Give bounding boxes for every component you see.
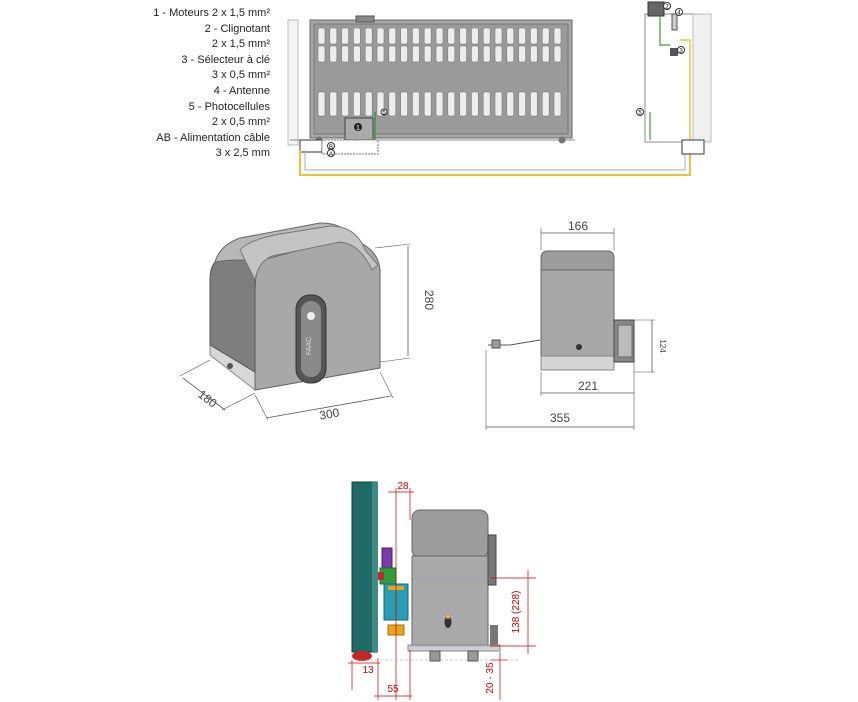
dim-gate-thickness: 13 — [362, 665, 374, 676]
dim-offset: 55 — [387, 684, 399, 695]
legend: 1 - Moteurs 2 x 1,5 mm² 2 - Clignotant 2… — [110, 6, 270, 162]
dim-base-width: 221 — [578, 379, 598, 393]
legend-line: 1 - Moteurs 2 x 1,5 mm² — [153, 7, 270, 19]
legend-line: 2 - Clignotant — [204, 22, 270, 35]
dim-top-width: 166 — [568, 219, 588, 233]
legend-line: 3 - Sélecteur à clé — [181, 53, 270, 66]
legend-line: 4 - Antenne — [213, 84, 270, 97]
dim-right-height: 124 — [658, 339, 667, 353]
dim-length: 300 — [318, 405, 340, 422]
legend-line: 3 x 2,5 mm — [215, 147, 270, 160]
dim-height: 280 — [422, 290, 436, 310]
dim-total-width: 355 — [550, 411, 570, 425]
svg-text:FAAC: FAAC — [306, 337, 313, 355]
legend-line: 2 x 1,5 mm² — [211, 38, 270, 51]
dim-rack-gap: 28 — [397, 481, 409, 492]
legend-line: 2 x 0,5 mm² — [211, 116, 270, 129]
dim-ground-clearance: 20 - 35 — [485, 662, 496, 694]
legend-line: AB - Alimentation câble — [156, 131, 270, 144]
legend-line: 5 - Photocellules — [188, 100, 270, 113]
dim-pinion-height: 138 (228) — [511, 591, 522, 634]
legend-line: 3 x 0,5 mm² — [211, 69, 270, 82]
